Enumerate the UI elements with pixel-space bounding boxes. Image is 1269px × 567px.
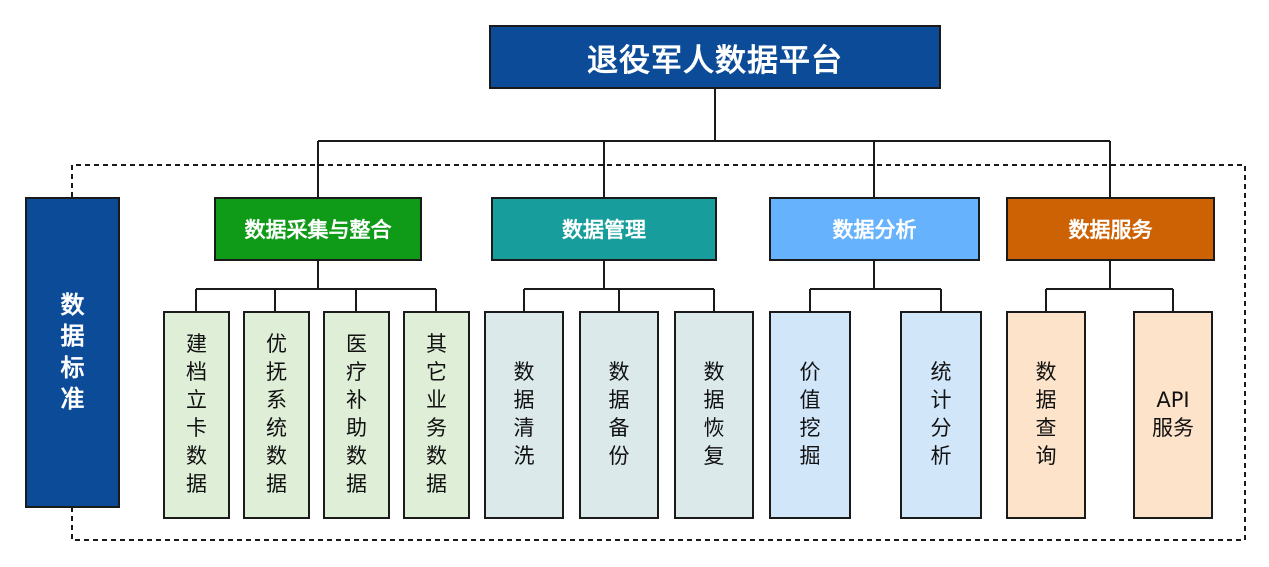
root-connectors [317,89,1111,197]
leaf-label: 优抚系统数据 [266,332,287,496]
leaf-profile-data: 建档立卡数据 [163,311,230,519]
leaf-data-recovery: 数据恢复 [674,311,754,519]
service-connectors [1045,261,1174,311]
leaf-preferential-system-data: 优抚系统数据 [243,311,310,519]
leaf-other-business-data: 其它业务数据 [403,311,470,519]
category-data-service: 数据服务 [1006,197,1215,261]
leaf-data-query: 数据查询 [1006,311,1086,519]
collection-connectors [195,261,437,311]
category-label: 数据管理 [562,218,646,242]
leaf-value-mining: 价值挖掘 [769,311,851,519]
platform-title-box: 退役军人数据平台 [489,25,941,89]
category-label: 数据采集与整合 [244,218,392,242]
data-standard-box: 数据标准 [25,197,120,508]
data-standard-label: 数据标准 [60,291,85,413]
dashed-boundary-frame [71,164,1246,541]
leaf-label: 建档立卡数据 [186,332,207,496]
category-label: 数据分析 [832,218,917,242]
leaf-medical-subsidy-data: 医疗补助数据 [323,311,390,519]
leaf-label: 数据清洗 [513,360,535,468]
management-connectors [523,261,715,311]
leaf-statistical-analysis: 统计分析 [900,311,982,519]
leaf-label: 其它业务数据 [426,332,447,496]
leaf-label: 医疗补助数据 [346,332,367,496]
leaf-label: 统计分析 [930,360,952,468]
category-data-management: 数据管理 [491,197,717,261]
category-data-analysis: 数据分析 [769,197,980,261]
category-data-collection: 数据采集与整合 [214,197,422,261]
leaf-label: 价值挖掘 [799,360,821,468]
platform-title: 退役军人数据平台 [587,42,843,79]
leaf-label: 数据查询 [1035,360,1057,468]
leaf-data-backup: 数据备份 [579,311,659,519]
leaf-label: 数据恢复 [703,360,725,468]
category-label: 数据服务 [1068,218,1153,242]
leaf-label: 数据备份 [608,360,630,468]
analysis-connectors [809,261,942,311]
leaf-data-cleansing: 数据清洗 [484,311,564,519]
